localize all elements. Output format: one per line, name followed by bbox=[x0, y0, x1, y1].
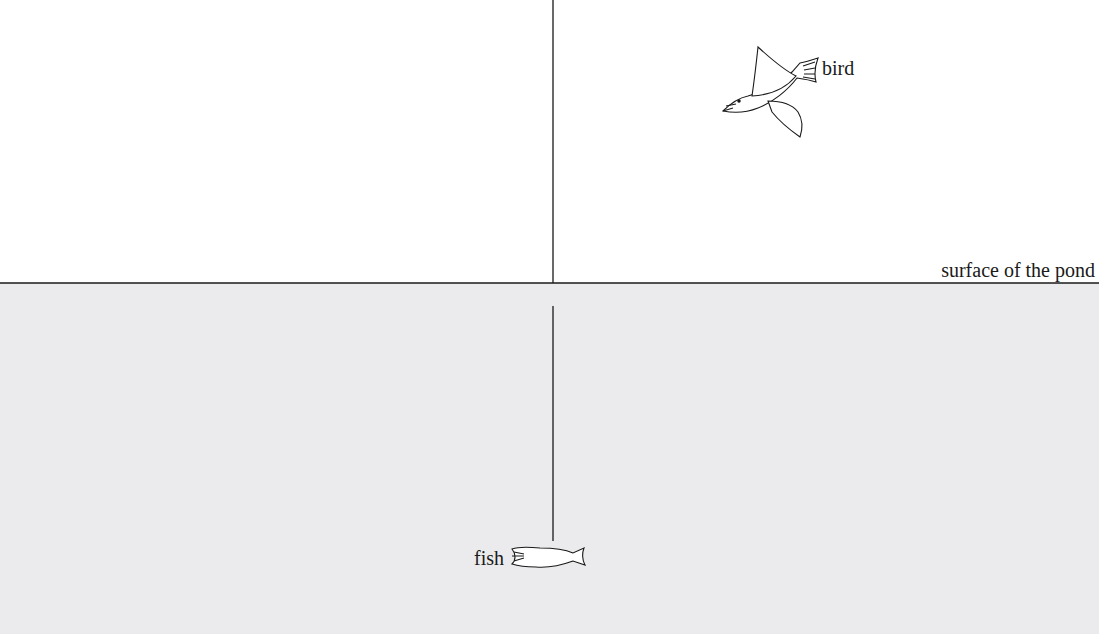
pond-surface-line bbox=[0, 282, 1099, 283]
surface-label: surface of the pond bbox=[941, 260, 1095, 280]
bird-figure bbox=[723, 47, 818, 137]
pond-water bbox=[0, 283, 1099, 634]
fish-figure bbox=[512, 547, 585, 567]
fish-label: fish bbox=[474, 548, 504, 568]
normal-line-water bbox=[552, 306, 553, 541]
normal-line-air bbox=[552, 0, 553, 283]
bird-label: bird bbox=[822, 58, 854, 78]
